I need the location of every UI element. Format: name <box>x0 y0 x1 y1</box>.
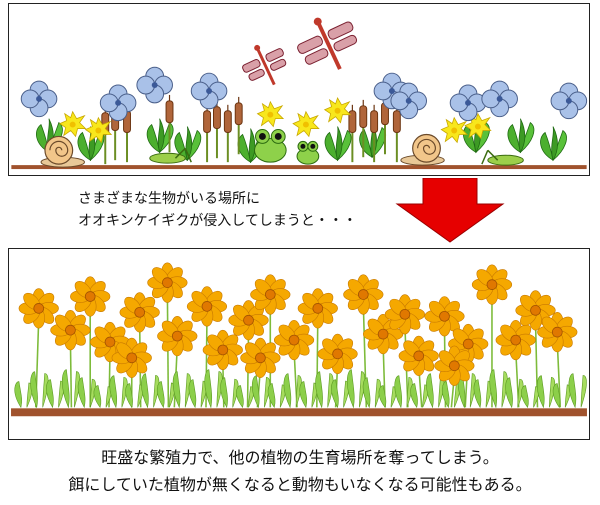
down-arrow-icon <box>395 178 505 243</box>
coreopsis-flower <box>495 319 536 361</box>
coreopsis-flower <box>70 276 111 317</box>
frog-small <box>296 140 320 165</box>
coreopsis-flower <box>250 274 291 315</box>
impact-caption: 旺盛な繁殖力で、他の植物の生育場所を奪ってしまう。 餌にしていた植物が無くなると… <box>68 448 532 494</box>
grasshopper-left <box>149 147 192 164</box>
coreopsis-flower <box>384 294 425 335</box>
coreopsis-flower <box>18 288 59 329</box>
coreopsis-flower <box>240 337 281 378</box>
coreopsis-flower <box>471 264 513 305</box>
coreopsis-flower <box>297 288 338 329</box>
coreopsis-flower <box>424 296 465 337</box>
coreopsis-flower <box>119 292 160 333</box>
coreopsis-flower <box>537 312 578 353</box>
frog-large <box>254 129 287 163</box>
coreopsis-flower <box>317 333 358 374</box>
coreopsis-flower <box>228 300 269 341</box>
grasshopper-right <box>481 149 524 166</box>
dragonfly-large <box>297 17 358 70</box>
diverse-ecosystem-panel <box>8 3 590 176</box>
coreopsis-flower <box>202 329 243 371</box>
coreopsis-flower <box>343 274 384 315</box>
snail-left <box>40 135 86 168</box>
coreopsis-flowers <box>18 262 578 386</box>
invasion-caption: さまざまな生物がいる場所に オオキンケイギクが侵入してしまうと・・・ <box>78 191 357 229</box>
coreopsis-flower <box>398 335 439 376</box>
coreopsis-illustration <box>11 262 587 417</box>
coreopsis-flower <box>363 314 404 355</box>
diverse-ecosystem-illustration <box>11 17 588 170</box>
coreopsis-flower <box>111 337 152 378</box>
coreopsis-takeover-panel <box>8 248 590 440</box>
snail-right <box>400 133 445 166</box>
coreopsis-flower <box>157 315 198 357</box>
coreopsis-flower <box>186 286 228 327</box>
dragonfly-small <box>242 44 287 86</box>
coreopsis-flower <box>273 319 315 361</box>
coreopsis-flower <box>434 345 475 386</box>
coreopsis-flower <box>147 262 188 303</box>
ground-strip <box>11 408 587 417</box>
coreopsis-flower <box>50 310 91 351</box>
ground-strip <box>11 165 587 170</box>
coreopsis-foliage <box>14 369 587 409</box>
